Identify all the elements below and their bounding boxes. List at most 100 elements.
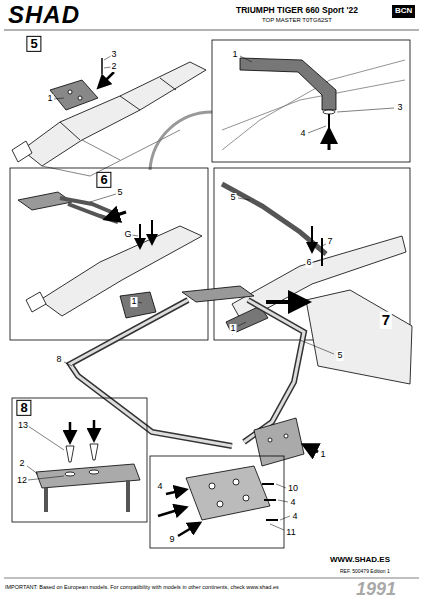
plate-part	[50, 80, 98, 110]
panel-frame	[150, 456, 284, 548]
inset-bracket	[222, 80, 405, 130]
step-number: 7	[380, 312, 392, 329]
callout-number: 2	[18, 459, 25, 469]
bracket-detail	[186, 466, 270, 520]
callout-number: 1	[229, 324, 236, 334]
callout-number: 1	[46, 94, 53, 104]
screw-detail	[66, 444, 98, 462]
bike-tail	[284, 434, 288, 438]
rack-part	[90, 194, 116, 202]
callout-number: 4	[289, 498, 296, 508]
note: IMPORTANT: Based on European models. For…	[5, 584, 415, 590]
step-number: 5	[26, 36, 41, 52]
rack-part	[68, 204, 118, 222]
inset-frame	[212, 40, 410, 162]
bracket-detail	[276, 484, 286, 488]
bracket-detail	[262, 484, 278, 520]
panel-frame	[12, 398, 147, 522]
step-number: 6	[96, 172, 111, 188]
callout-number: 6	[305, 258, 312, 268]
rack-detail	[311, 226, 313, 250]
callout-number: 1	[130, 297, 137, 307]
bracket-detail	[158, 508, 184, 516]
callout-number: 5	[229, 193, 236, 203]
screw-detail	[65, 472, 75, 476]
callout-number: 5	[336, 351, 343, 361]
step-number: 8	[16, 400, 31, 416]
rack-detail	[321, 238, 323, 266]
rack-rails	[182, 286, 254, 302]
rack-rails	[70, 300, 232, 446]
screw-detail	[27, 466, 38, 474]
bracket-detail	[233, 479, 239, 485]
rack-rails	[70, 300, 232, 446]
bracket-detail	[278, 500, 288, 502]
screw-detail	[28, 476, 64, 480]
inset-bracket	[323, 110, 335, 114]
panel-frame	[10, 168, 208, 340]
screw-detail	[89, 470, 99, 474]
bike-tail	[254, 418, 304, 466]
bike-tail	[12, 141, 32, 162]
bike-tail	[22, 62, 206, 166]
bike-tail	[26, 212, 202, 318]
leader-lines	[54, 98, 64, 99]
plate-part	[78, 96, 82, 100]
bike-tail	[26, 292, 46, 312]
bracket-detail	[166, 490, 184, 494]
rack-detail	[322, 244, 326, 246]
rack-rails	[70, 286, 304, 446]
bike-tail	[64, 290, 412, 466]
screw-detail	[69, 422, 72, 440]
rack-detail	[222, 184, 326, 254]
panel-frame	[10, 168, 208, 340]
inset-bracket	[328, 132, 331, 150]
bike-tail	[151, 220, 153, 242]
bike-tail	[139, 224, 141, 246]
inset-bracket	[308, 126, 326, 133]
website: WWW.SHAD.ES	[330, 556, 390, 565]
bike-tail	[42, 130, 180, 176]
callout-number: 9	[168, 535, 175, 545]
callout-number: G	[123, 230, 132, 240]
bike-tail	[12, 62, 212, 176]
callout-number: 5	[116, 188, 123, 198]
callout-number: 2	[110, 62, 117, 72]
badge: BCN	[392, 5, 415, 18]
inset-bracket	[240, 56, 252, 62]
header-rule	[4, 30, 419, 31]
screw-detail	[28, 426, 64, 450]
callout-number: 3	[110, 50, 117, 60]
reference: REF. 500479 Edition 1	[340, 569, 390, 575]
screw-detail	[93, 420, 96, 438]
inset-bracket	[240, 58, 336, 110]
brand-logo: SHAD	[8, 2, 80, 28]
callout-number: 10	[287, 484, 299, 494]
bike-tail	[266, 300, 304, 304]
bolt-arrow	[100, 72, 114, 86]
bracket-detail	[280, 516, 290, 520]
screw-detail	[36, 464, 140, 488]
bracket-detail	[178, 524, 198, 536]
page-title: TRIUMPH TIGER 660 Sport '22	[236, 6, 358, 15]
inset-bracket	[328, 114, 330, 128]
bracket-detail	[209, 483, 215, 489]
callout-number: 4	[299, 129, 306, 139]
callout-number: 13	[17, 421, 29, 431]
footer-rule	[4, 578, 419, 579]
watermark: 1991	[356, 580, 396, 600]
bracket-detail	[217, 501, 223, 507]
callout-number: 8	[55, 355, 62, 365]
bike-tail	[306, 290, 412, 384]
plate-part	[50, 80, 98, 110]
inset-frame	[212, 40, 410, 162]
footer-rule	[4, 578, 419, 579]
bike-tail	[64, 362, 72, 366]
bolt-arrow	[101, 58, 103, 74]
bracket-detail	[158, 466, 290, 536]
panel-frame	[150, 456, 284, 548]
rack-detail	[238, 322, 246, 326]
inset-bracket	[222, 56, 405, 150]
